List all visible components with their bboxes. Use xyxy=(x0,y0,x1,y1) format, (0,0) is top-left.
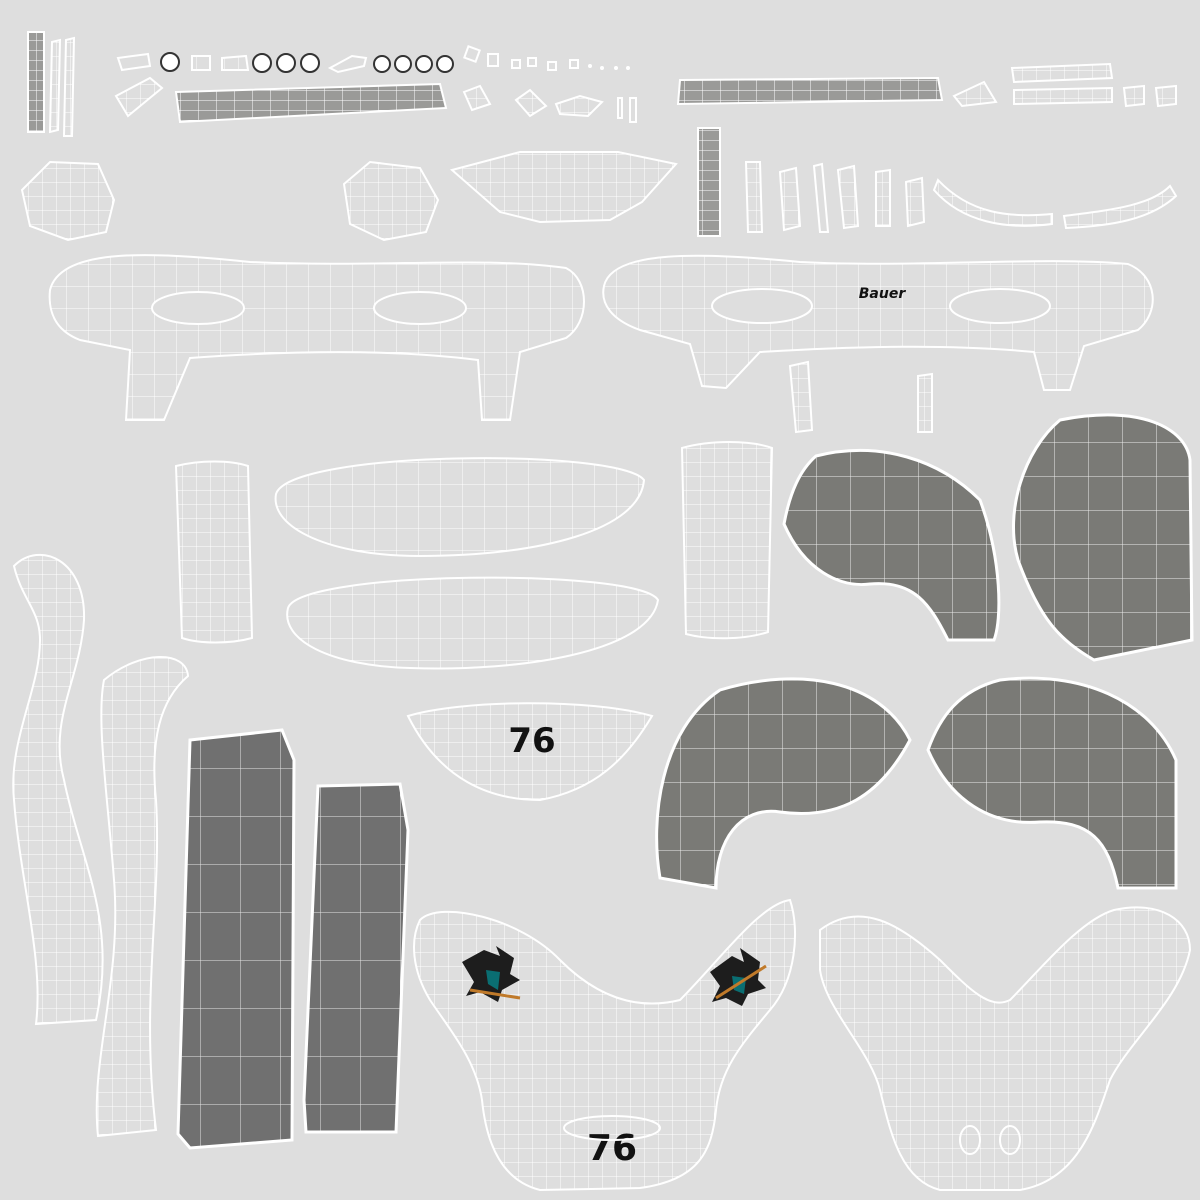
buckle-right xyxy=(342,160,440,242)
rivet-icon xyxy=(276,53,296,73)
shoulder-cap-3 xyxy=(655,677,912,890)
collar-piece-right: Bauer xyxy=(602,254,1154,391)
dark-back-panels xyxy=(176,728,410,1150)
strap-piece xyxy=(27,31,45,133)
rivet-icon xyxy=(300,53,320,73)
jersey-number-bottom: 76 xyxy=(587,1128,637,1169)
chest-piece-front: 76 xyxy=(413,898,797,1192)
jersey-number-top: 76 xyxy=(508,721,555,761)
strap-long xyxy=(676,76,944,106)
brand-label: Bauer xyxy=(859,286,907,302)
chest-piece-back xyxy=(819,906,1192,1191)
shoulder-caps xyxy=(655,413,1194,890)
rivet-icon xyxy=(160,52,180,72)
shoulder-cap-1 xyxy=(782,449,1001,642)
screw-icon xyxy=(436,55,454,73)
cup-piece-top xyxy=(449,151,678,224)
strap-short xyxy=(697,127,721,237)
shoulder-cap-4 xyxy=(926,676,1178,890)
arc-strap xyxy=(932,178,1053,227)
shark-logo-right xyxy=(710,948,767,1006)
shark-logo-left xyxy=(462,946,521,1002)
arc-strap xyxy=(1062,184,1178,230)
cup-piece-numbered: 76 xyxy=(406,702,654,802)
screw-icon xyxy=(415,55,433,73)
buckle-pieces xyxy=(20,127,1178,242)
pad-panels-middle xyxy=(174,441,774,670)
screw-icon xyxy=(373,55,391,73)
rivet-icon xyxy=(252,53,272,73)
screw-icon xyxy=(394,55,412,73)
dark-panel-left xyxy=(176,728,296,1150)
collar-piece-left xyxy=(48,254,585,421)
curved-arm-pieces xyxy=(12,553,190,1138)
small-parts-top-row xyxy=(27,31,1177,137)
shoulder-cap-2 xyxy=(1012,413,1194,662)
buckle-left xyxy=(20,160,116,242)
strap-long xyxy=(174,82,448,124)
dark-panel-right xyxy=(302,782,410,1134)
